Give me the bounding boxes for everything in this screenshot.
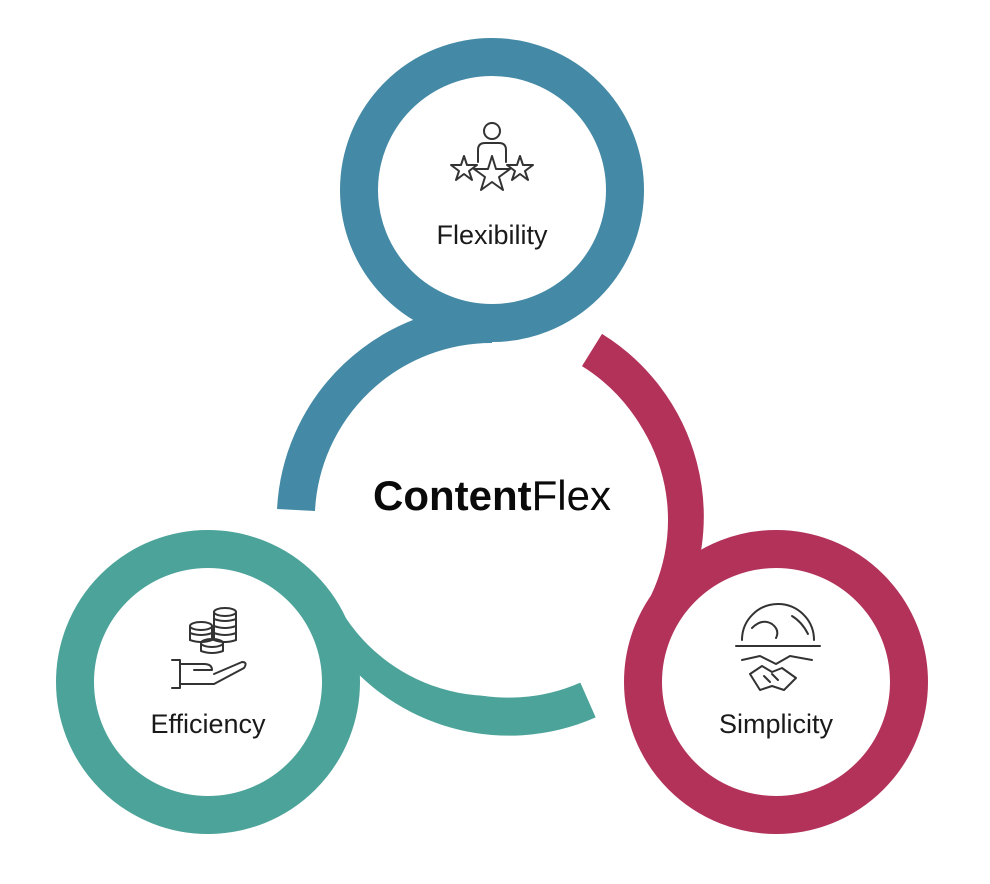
center-circle [316, 344, 668, 696]
globe-handshake-icon [735, 603, 821, 691]
ring-flexibility [340, 38, 644, 342]
simplicity-label: Simplicity [719, 709, 834, 739]
person-stars-icon [450, 122, 534, 191]
hand-coins-icon [171, 607, 247, 689]
efficiency-label: Efficiency [150, 709, 266, 739]
center-title: ContentFlex [373, 472, 611, 519]
arc-efficiency [323, 610, 596, 736]
ring-efficiency [56, 530, 360, 834]
title-bold: Content [373, 472, 532, 519]
flexibility-label: Flexibility [436, 220, 548, 250]
ring-simplicity [624, 530, 928, 834]
title-regular: Flex [532, 472, 611, 519]
